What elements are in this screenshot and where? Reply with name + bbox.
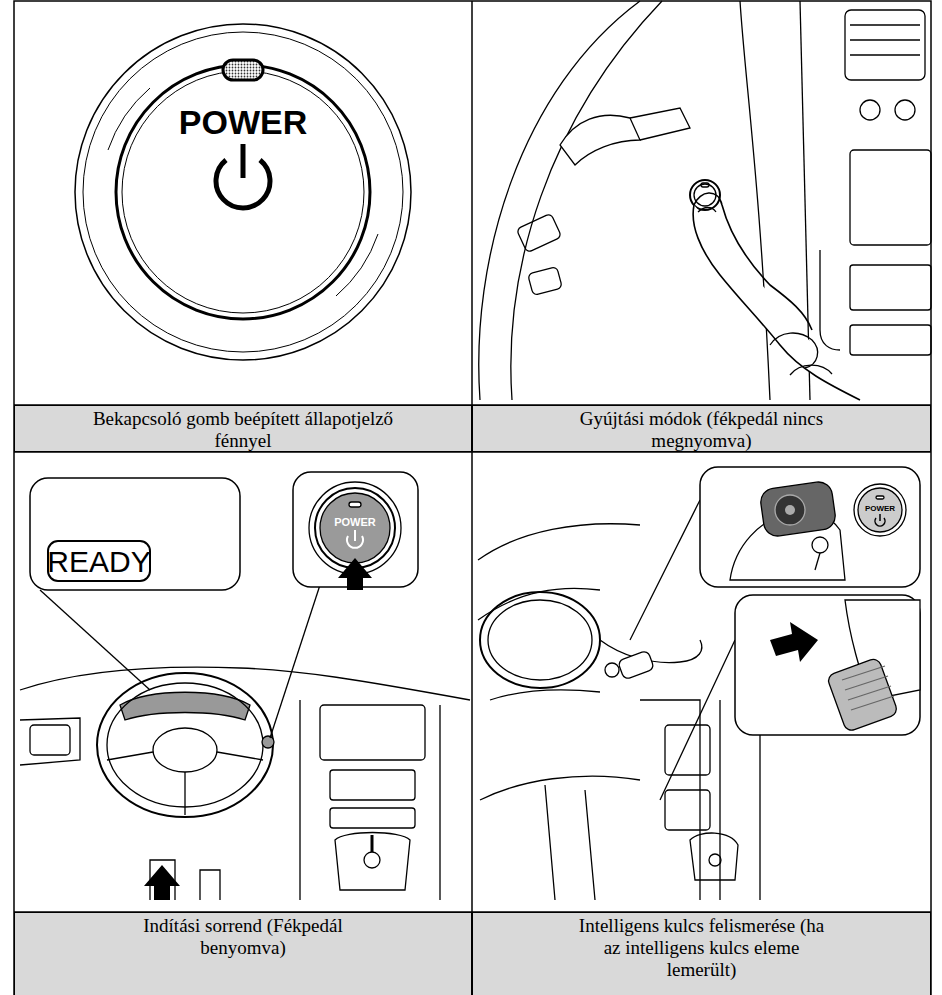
- button-label: POWER: [179, 103, 307, 142]
- caption-text: Gyújtási módok (fékpedál nincs megnyomva…: [552, 408, 852, 452]
- caption-text: Indítási sorrend (Fékpedál benyomva): [143, 915, 343, 959]
- key-recognition-sketch: [478, 467, 920, 900]
- button-label: POWER: [865, 504, 895, 513]
- caption-cell: Indítási sorrend (Fékpedál benyomva): [14, 912, 472, 995]
- caption-cell: Bekapcsoló gomb beépített állapotjelző f…: [14, 405, 472, 452]
- table-grid: [14, 1, 931, 995]
- caption-cell: Intelligens kulcs felismerése (ha az int…: [472, 912, 931, 995]
- button-label: POWER: [334, 516, 376, 528]
- caption-cell: Gyújtási módok (fékpedál nincs megnyomva…: [472, 405, 931, 452]
- caption-text: Intelligens kulcs felismerése (ha az int…: [571, 915, 833, 981]
- power-button: [75, 24, 411, 360]
- dashboard-sketch: [20, 472, 470, 900]
- caption-text: Bekapcsoló gomb beépített állapotjelző f…: [71, 408, 416, 452]
- cockpit-sketch: [479, 1, 931, 400]
- status-indicator: READY: [47, 545, 150, 579]
